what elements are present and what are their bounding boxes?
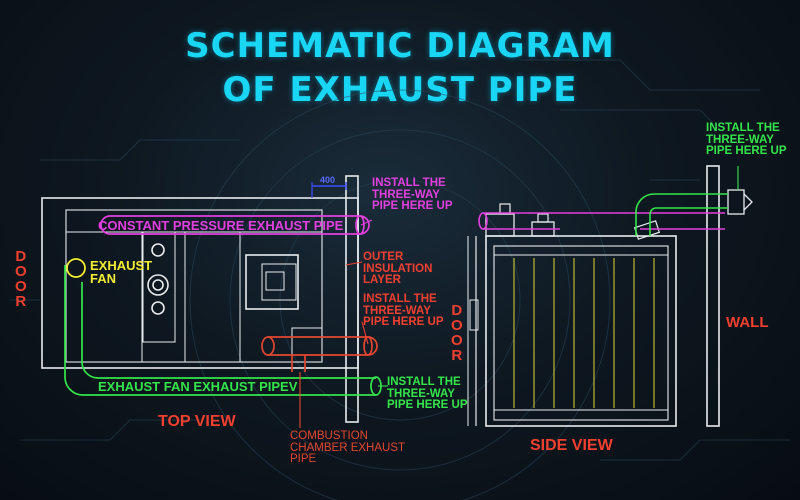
top-view-label: TOP VIEW (158, 413, 236, 430)
constant-pressure-exhaust-pipe (100, 215, 370, 235)
diagram-title: SCHEMATIC DIAGRAM OF EXHAUST PIPE (185, 26, 615, 110)
side-view-cabinet-inner (493, 245, 669, 421)
three-way-label-middle: INSTALL THE THREE-WAY PIPE HERE UP (363, 293, 444, 329)
dimension-label: 400 (320, 175, 336, 185)
side-view-constant-pressure-pipe (478, 212, 725, 230)
side-view-exhaust-fan-pipe (635, 193, 728, 236)
three-way-fitting (727, 189, 745, 215)
exhaust-fan-label: EXHAUST FAN (90, 258, 153, 287)
exhaust-fan-exhaust-pipe-label: EXHAUST FAN EXHAUST PIPEV (98, 379, 298, 394)
side-view-radiator-fins (513, 258, 655, 408)
door-label-left: DOOR (12, 248, 30, 308)
top-view-wall-column (345, 175, 359, 423)
top-view-drawing (41, 175, 359, 423)
side-view-cabinet-outer (485, 235, 677, 427)
side-view-drawing (467, 165, 753, 427)
three-way-label-right: INSTALL THE THREE-WAY PIPE HERE UP (706, 122, 787, 158)
combustion-chamber-exhaust-pipe-label: COMBUSTION CHAMBER EXHAUST PIPE (290, 430, 406, 466)
wall-label: WALL (726, 314, 769, 331)
combustion-chamber-exhaust-pipe (261, 336, 378, 372)
exhaust-fan-symbol (66, 258, 86, 278)
burner-unit (245, 254, 299, 310)
door-label-side: DOOR (448, 302, 466, 362)
side-view-wall (706, 165, 720, 427)
side-view-label: SIDE VIEW (530, 437, 613, 454)
constant-pressure-exhaust-pipe-label: CONSTANT PRESSURE EXHAUST PIPE (98, 218, 344, 233)
leader-lines (299, 219, 388, 428)
outer-insulation-layer-label: OUTER INSULATION LAYER (363, 251, 433, 287)
top-view-inner-wall (65, 209, 323, 363)
three-way-label-top: INSTALL THE THREE-WAY PIPE HERE UP (372, 177, 453, 213)
three-way-label-bottom: INSTALL THE THREE-WAY PIPE HERE UP (387, 376, 468, 412)
